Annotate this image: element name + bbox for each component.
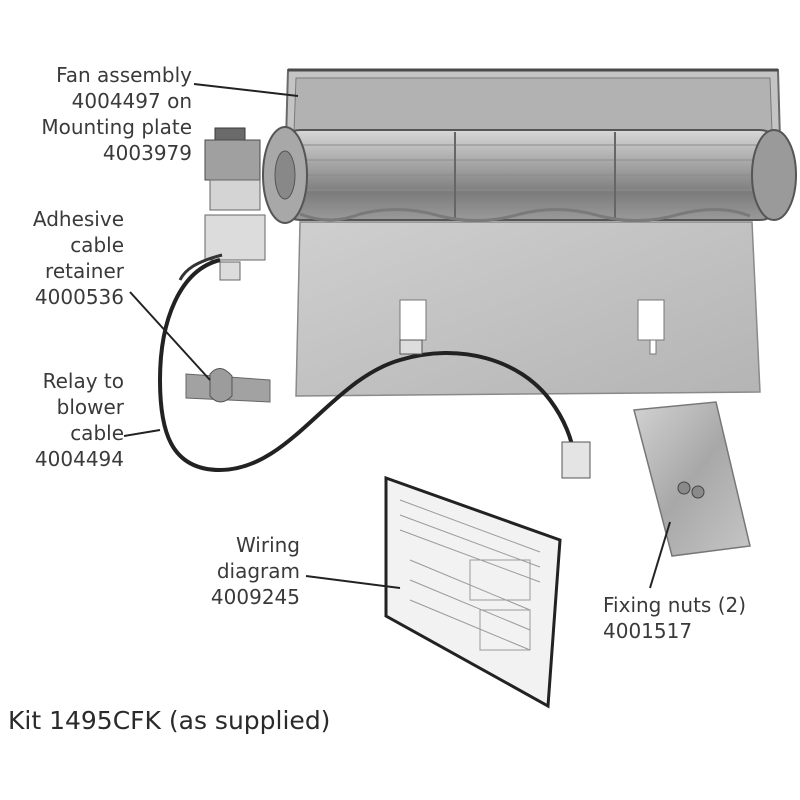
label-line: Fan assembly bbox=[56, 63, 192, 87]
label-line: 4009245 bbox=[210, 585, 300, 609]
label-fan-assembly: Fan assembly 4004497 on Mounting plate 4… bbox=[41, 62, 192, 166]
label-line: 4001517 bbox=[603, 619, 693, 643]
label-line: Fixing nuts (2) bbox=[603, 593, 747, 617]
label-wiring-diagram: Wiring diagram 4009245 bbox=[211, 532, 300, 610]
label-line: 4000536 bbox=[34, 285, 124, 309]
wiring-diagram-sheet bbox=[384, 475, 562, 709]
kit-caption: Kit 1495CFK (as supplied) bbox=[8, 706, 331, 735]
cable-retainer bbox=[185, 368, 271, 403]
fan-assembly bbox=[204, 68, 797, 281]
label-line: 4004494 bbox=[34, 447, 124, 471]
label-line: blower bbox=[56, 395, 124, 419]
relay-cable bbox=[157, 253, 591, 479]
label-line: 4003979 bbox=[102, 141, 192, 165]
leader-lines bbox=[123, 83, 671, 589]
mounting-plate bbox=[295, 221, 761, 397]
label-relay-cable: Relay to blower cable 4004494 bbox=[35, 368, 124, 472]
label-line: cable bbox=[70, 421, 124, 445]
label-line: cable bbox=[70, 233, 124, 257]
label-fixing-nuts: Fixing nuts (2) 4001517 bbox=[603, 592, 746, 644]
label-line: retainer bbox=[45, 259, 124, 283]
label-line: Mounting plate bbox=[41, 115, 192, 139]
label-line: diagram bbox=[216, 559, 300, 583]
label-cable-retainer: Adhesive cable retainer 4000536 bbox=[33, 206, 124, 310]
label-line: Relay to bbox=[42, 369, 124, 393]
fixing-nuts-bag bbox=[633, 401, 751, 557]
label-line: 4004497 on bbox=[71, 89, 192, 113]
label-line: Adhesive bbox=[32, 207, 124, 231]
label-line: Wiring bbox=[235, 533, 300, 557]
